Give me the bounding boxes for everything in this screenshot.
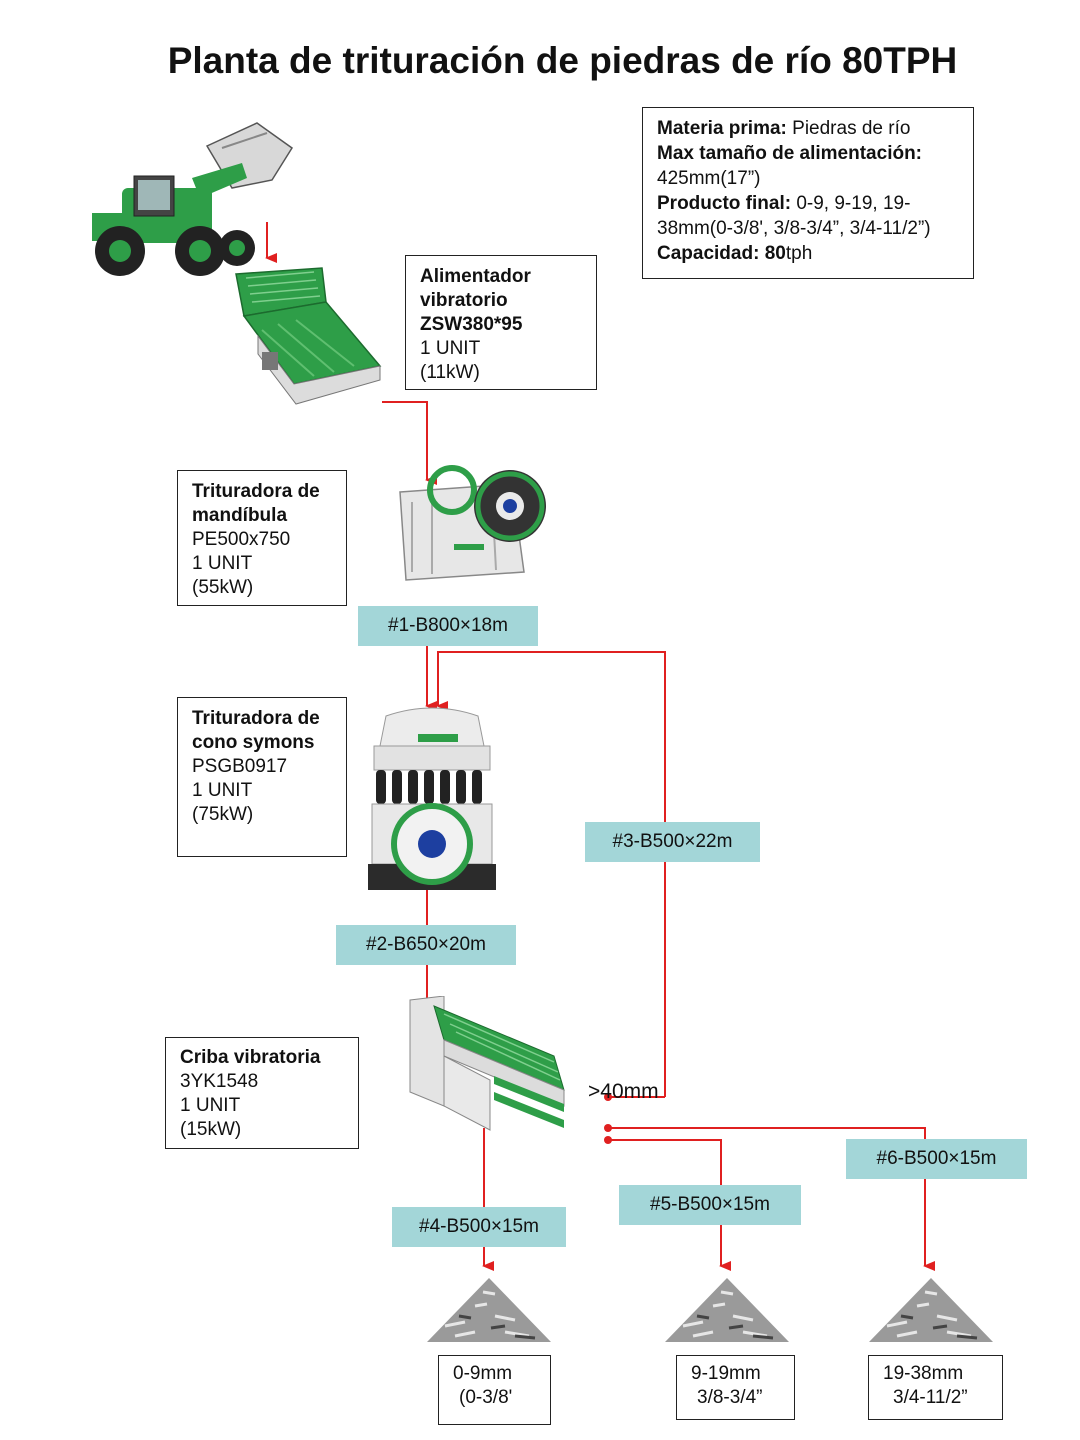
vibrating-screen-image <box>409 996 565 1131</box>
conveyor-5-tag: #5-B500×15m <box>619 1185 801 1225</box>
wheel-loader-image <box>92 122 294 276</box>
conveyor3-return-line <box>436 651 666 1097</box>
page-title: Planta de trituración de piedras de río … <box>167 40 958 81</box>
stockpile-3-image <box>869 1278 993 1342</box>
cone-crusher-image <box>368 707 496 890</box>
junction-dot <box>604 1124 612 1132</box>
oversize-label: >40mm <box>588 1080 659 1103</box>
conveyor-1-tag: #1-B800×18m <box>358 606 538 646</box>
spec-capacity: Capacidad: 80tph <box>657 243 813 264</box>
product-box-3: 19-38mm 3/4-11/2” <box>868 1355 1003 1420</box>
feeder-to-jaw-line <box>382 401 437 485</box>
vibrating-feeder-image <box>235 267 382 405</box>
feeder-box: Alimentador vibratorio ZSW380*95 1 UNIT … <box>405 255 597 390</box>
jaw-crusher-box: Trituradora de mandíbula PE500x750 1 UNI… <box>177 470 347 606</box>
conveyor-2-tag: #2-B650×20m <box>336 925 516 965</box>
junction-dot <box>604 1136 612 1144</box>
stockpile-2-image <box>665 1278 789 1342</box>
spec-raw-material: Materia prima: Piedras de río <box>657 118 911 139</box>
spec-max-feed: Max tamaño de alimentación: 425mm(17”) <box>657 143 923 189</box>
junction-dot <box>604 1093 612 1101</box>
jaw-crusher-image <box>399 465 546 581</box>
conveyor6-line <box>608 1127 935 1271</box>
product-box-2: 9-19mm 3/8-3/4” <box>676 1355 795 1420</box>
spec-final-product: Producto final: 0-9, 9-19, 19-38mm(0-3/8… <box>657 193 931 239</box>
vibrating-screen-box: Criba vibratoria 3YK1548 1 UNIT (15kW) <box>165 1037 359 1149</box>
cone-crusher-box: Trituradora de cono symons PSGB0917 1 UN… <box>177 697 347 857</box>
product-box-1: 0-9mm (0-3/8' <box>438 1355 551 1425</box>
conveyor-6-tag: #6-B500×15m <box>846 1139 1027 1179</box>
specs-box: Materia prima: Piedras de río Max tamaño… <box>642 107 974 279</box>
stockpile-1-image <box>427 1278 551 1342</box>
conveyor-3-tag: #3-B500×22m <box>585 822 760 862</box>
conveyor-4-tag: #4-B500×15m <box>392 1207 566 1247</box>
